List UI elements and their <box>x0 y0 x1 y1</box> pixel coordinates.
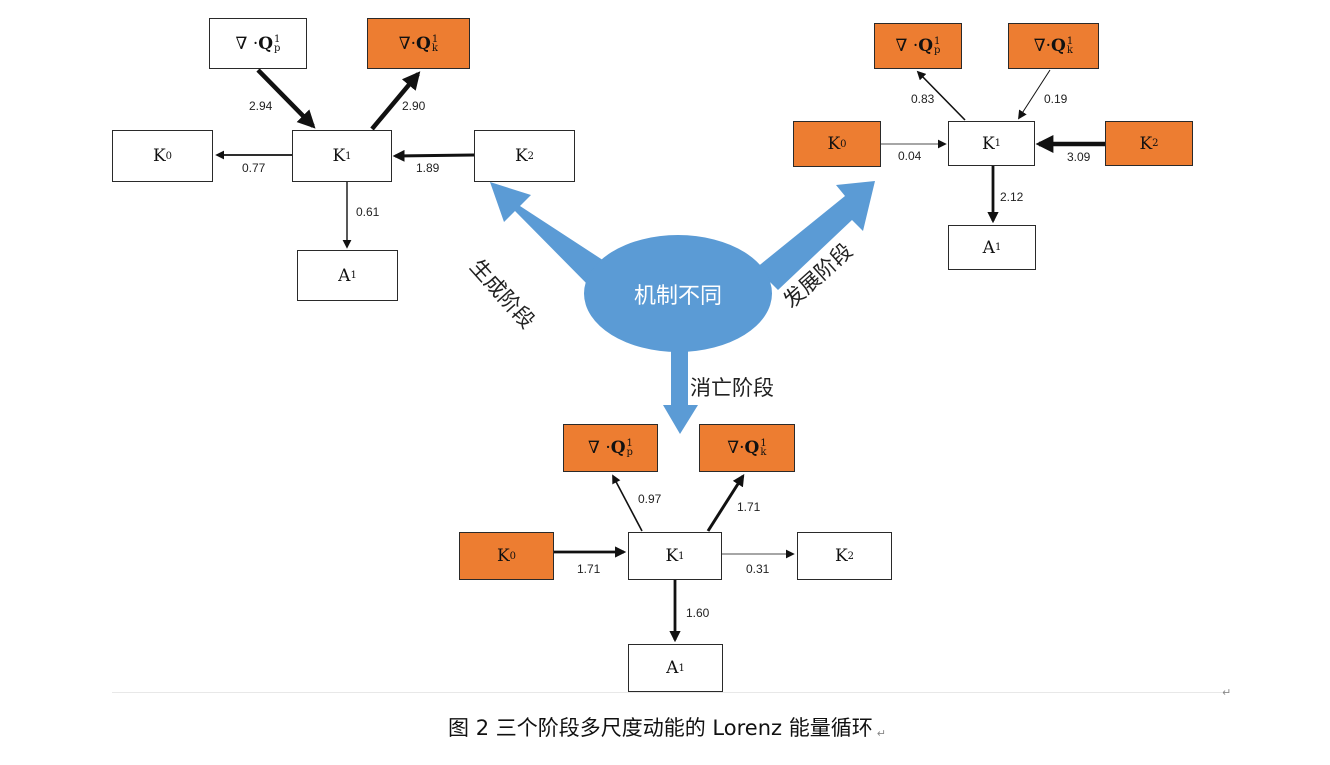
energy-symbol: K <box>332 146 346 166</box>
scale-superscript: 0 <box>165 150 173 162</box>
energy-symbol: A <box>338 265 351 286</box>
development-flow-k2-k1: 3.09 <box>1067 150 1091 164</box>
development-flow-k1-a1: 2.12 <box>1000 190 1024 204</box>
energy-symbol: A <box>982 237 995 258</box>
scale-superscript: 0 <box>840 138 847 150</box>
divergence-symbol: ∇· <box>398 33 417 54</box>
decay-flow-k1-qk: 1.71 <box>737 500 761 514</box>
center-ellipse <box>584 235 772 352</box>
divergence-symbol: ∇ · <box>895 36 919 56</box>
stage-label-decay: 消亡阶段 <box>690 376 774 400</box>
divergence-symbol: ∇ · <box>588 438 611 458</box>
scale-superscript: 2 <box>527 150 535 162</box>
flux-symbol: Q <box>416 33 431 54</box>
scale-superscript: 1 <box>345 150 352 162</box>
scale-superscript: 2 <box>1152 138 1159 149</box>
development-arrow-qk-k1 <box>1018 69 1051 120</box>
energy-symbol: K <box>981 133 995 154</box>
scale-superscript: 1 <box>994 138 1002 149</box>
energy-symbol: A <box>666 658 679 678</box>
genesis-arrow-k2-k1 <box>392 149 475 162</box>
energy-symbol: K <box>152 146 166 166</box>
divergence-symbol: ∇ · <box>235 33 259 54</box>
development-flow-k0-k1: 0.04 <box>898 149 922 163</box>
decay-flow-k0-k1: 1.71 <box>577 562 601 576</box>
decay-flow-k1-qp: 0.97 <box>638 492 662 506</box>
caption-text: 图 2 三个阶段多尺度动能的 Lorenz 能量循环 <box>448 716 873 740</box>
genesis-arrow-k1-qk <box>370 71 421 131</box>
center-label: 机制不同 <box>633 283 722 309</box>
development-flow-qk-k1: 0.19 <box>1044 92 1068 106</box>
genesis-flow-k1-k0: 0.77 <box>242 161 266 175</box>
flux-symbol: Q <box>258 33 274 54</box>
scale-superscript: 1 <box>994 242 1002 253</box>
scale-superscript: 1 <box>678 550 685 562</box>
energy-symbol: K <box>496 546 510 566</box>
decay-arrow-k1-qk <box>706 473 745 532</box>
energy-symbol: K <box>1139 133 1153 154</box>
divider <box>112 692 1222 693</box>
flux-symbol: Q <box>744 438 760 458</box>
energy-symbol: K <box>827 134 841 154</box>
divergence-symbol: ∇· <box>727 438 745 458</box>
energy-symbol: K <box>514 146 528 166</box>
energy-symbol: K <box>834 546 848 566</box>
figure-caption: 图 2 三个阶段多尺度动能的 Lorenz 能量循环↵ <box>0 712 1330 742</box>
divergence-symbol: ∇· <box>1033 36 1052 56</box>
caption-paragraph-mark: ↵ <box>876 727 886 740</box>
development-arrow-k1-qp <box>916 70 966 121</box>
genesis-arrow-qp-k1 <box>256 68 316 129</box>
scale-superscript: 0 <box>509 550 517 562</box>
development-flow-k1-qp: 0.83 <box>911 92 935 106</box>
scale-superscript: 2 <box>847 550 855 562</box>
blue-arrow-genesis <box>490 182 615 290</box>
flux-symbol: Q <box>918 36 934 56</box>
genesis-flow-k1-a1: 0.61 <box>356 205 380 219</box>
decay-flow-k1-a1: 1.60 <box>686 606 710 620</box>
flux-symbol: Q <box>610 438 626 458</box>
paragraph-mark: ↵ <box>1222 686 1232 699</box>
genesis-flow-k2-k1: 1.89 <box>416 161 440 175</box>
blue-arrow-decay <box>663 348 698 434</box>
decay-flow-k1-k2: 0.31 <box>746 562 770 576</box>
blue-arrow-development <box>756 181 875 290</box>
scale-superscript: 1 <box>678 662 685 674</box>
flux-symbol: Q <box>1051 36 1066 56</box>
genesis-flow-k1-qk: 2.90 <box>402 99 426 113</box>
decay-arrow-k1-qp <box>612 474 643 532</box>
energy-symbol: K <box>665 546 679 566</box>
scale-superscript: 1 <box>350 270 357 281</box>
genesis-flow-qp-k1: 2.94 <box>249 99 273 113</box>
